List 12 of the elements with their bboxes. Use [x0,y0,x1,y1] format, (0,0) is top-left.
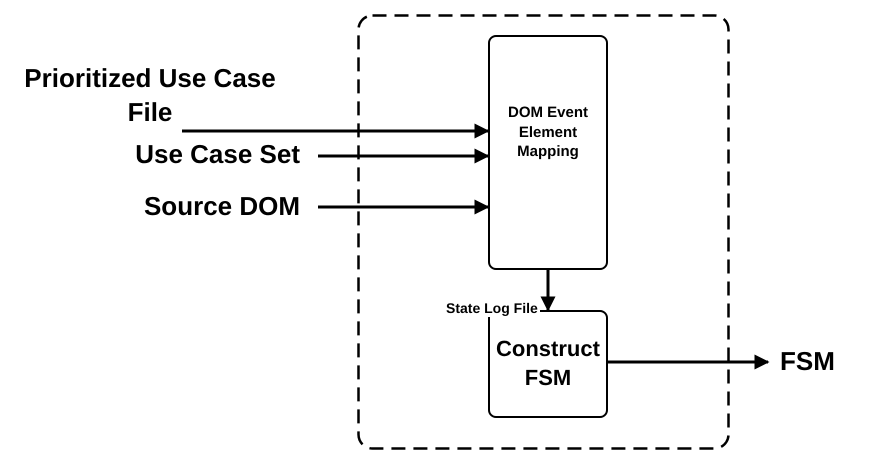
box-label: DOM Event Element Mapping [506,103,589,162]
input-label: Use Case Set [135,138,300,172]
input-label: Source DOM [144,190,300,224]
arrow [182,124,490,138]
process-box [488,35,608,270]
arrow [540,270,556,312]
input-label: Prioritized Use Case File [23,62,277,128]
input-label: FSM [780,345,835,378]
arrow [318,148,490,164]
box-label: Construct FSM [496,335,600,392]
arrow [318,200,490,214]
arrow [608,354,770,370]
